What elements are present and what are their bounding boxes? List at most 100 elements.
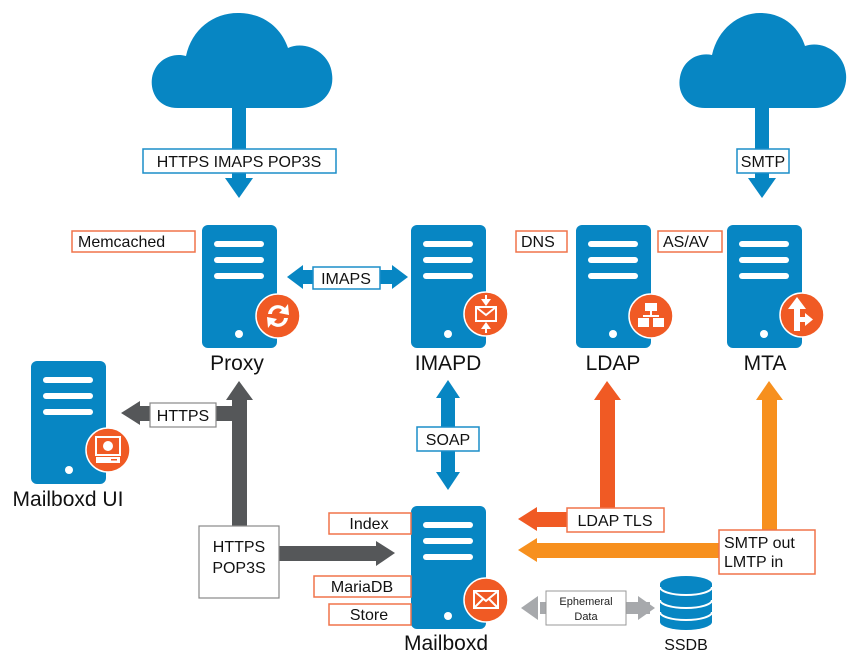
arrow-shaft [270, 546, 380, 561]
connection-proxy-imapd: IMAPS [287, 265, 408, 290]
connection-label-line2: LMTP in [724, 554, 783, 571]
connection-mta-mailboxd: SMTP out LMTP in [518, 381, 816, 575]
server-slot [214, 257, 264, 263]
arrow-head-left [121, 401, 140, 425]
database-ssdb[interactable]: SSDB [659, 576, 713, 653]
connection-imapd-mailboxd: SOAP [416, 380, 480, 490]
label-box [198, 525, 280, 599]
server-name: Proxy [210, 352, 264, 375]
arrow-head-up [594, 381, 621, 400]
arrow-head-up [226, 381, 253, 400]
connection-label-line2: Data [574, 611, 598, 623]
connection-label: IMAPS [321, 271, 371, 288]
server-slot [214, 273, 264, 279]
route-arrow-icon [779, 292, 825, 338]
server-mailboxd[interactable]: Mailboxd Index MariaDB Store [313, 506, 509, 653]
cloud-icon [151, 12, 333, 109]
server-imapd[interactable]: IMAPD [411, 225, 509, 375]
cloud-icon [679, 12, 847, 108]
side-label-box [657, 230, 723, 253]
connection-label: HTTPS [157, 408, 209, 425]
server-slot [739, 241, 789, 247]
server-slot [588, 241, 638, 247]
cloud-clients: HTTPS IMAPS POP3S [142, 12, 337, 198]
label-box [718, 529, 816, 575]
label-box [149, 402, 217, 428]
protocol-label: HTTPS IMAPS POP3S [157, 154, 321, 171]
connection-label-line1: Ephemeral [559, 596, 612, 608]
server-name: MTA [744, 352, 787, 375]
server-slot [214, 241, 264, 247]
protocol-label-box [142, 148, 337, 174]
arrow-shaft-vertical [600, 398, 615, 520]
connection-ldap-mailboxd: LDAP TLS [518, 381, 665, 533]
server-name: IMAPD [415, 352, 482, 375]
server-slot [423, 538, 473, 544]
server-slot [423, 554, 473, 560]
cloud-internet: SMTP [679, 12, 847, 198]
label-box [312, 266, 381, 290]
server-slot [588, 257, 638, 263]
connection-label-line1: SMTP out [724, 535, 795, 552]
hierarchy-icon [628, 293, 674, 339]
server-slot [588, 273, 638, 279]
server-slot [423, 273, 473, 279]
label-box [416, 426, 480, 452]
side-label-box [328, 603, 412, 626]
arrow-head [748, 178, 776, 198]
protocol-label: SMTP [741, 154, 785, 171]
side-label-box [313, 575, 412, 598]
server-slot [423, 241, 473, 247]
database-name: SSDB [664, 637, 708, 653]
server-slot [43, 377, 93, 383]
server-name: Mailboxd UI [13, 488, 124, 511]
label-box [566, 507, 665, 533]
server-slot [423, 257, 473, 263]
label-box [545, 590, 627, 626]
connection-mailboxd-ssdb: Ephemeral Data [521, 590, 655, 626]
server-mailboxd-ui[interactable]: Mailboxd UI [13, 361, 131, 511]
server-slot [43, 409, 93, 415]
protocol-label-box [736, 148, 790, 174]
web-monitor-icon [85, 427, 131, 473]
side-label: AS/AV [663, 234, 709, 251]
server-led [444, 612, 452, 620]
server-led [235, 330, 243, 338]
arrow-head-right [638, 596, 655, 620]
server-mta[interactable]: MTA AS/AV [657, 225, 825, 375]
arrow-head-left [287, 265, 303, 289]
arrow-head-up [436, 380, 460, 398]
server-slot [423, 522, 473, 528]
server-slot [739, 257, 789, 263]
side-label-box [71, 230, 196, 253]
arrow-head-up [756, 381, 783, 400]
arrow-shaft-horizontal [532, 543, 722, 558]
arrow-head-down [436, 472, 460, 490]
server-proxy[interactable]: Proxy Memcached [71, 225, 301, 375]
side-label-store: Store [350, 607, 388, 624]
connection-label-line1: HTTPS [213, 539, 265, 556]
envelope-icon [463, 577, 509, 623]
arrow-head-left [518, 507, 537, 531]
server-led [444, 330, 452, 338]
server-led [609, 330, 617, 338]
side-label-box [328, 512, 412, 535]
arrow-head-right [376, 541, 395, 566]
arrow-head-right [392, 265, 408, 289]
connection-label: SOAP [426, 432, 470, 449]
side-label: Memcached [78, 234, 165, 251]
connection-proxy-mailboxd-ui: HTTPS [121, 381, 253, 528]
connection-proxy-mailboxd: HTTPS POP3S [198, 525, 395, 599]
arrow-head-left [518, 538, 537, 562]
side-label-mariadb: MariaDB [331, 579, 393, 596]
server-slot [43, 393, 93, 399]
connection-label: LDAP TLS [577, 513, 652, 530]
arrow-shaft-vertical [762, 398, 777, 533]
connection-label-line2: POP3S [212, 560, 265, 577]
side-label-index: Index [349, 516, 388, 533]
server-ldap[interactable]: LDAP DNS [515, 225, 674, 375]
database-icon [659, 576, 713, 630]
arrow-head [225, 178, 253, 198]
server-slot [739, 273, 789, 279]
